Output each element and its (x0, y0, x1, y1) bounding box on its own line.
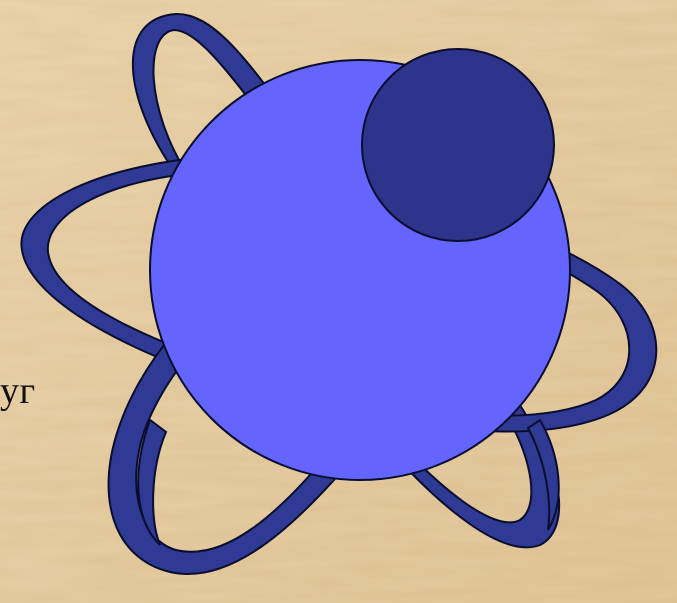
electron-circle (362, 49, 554, 241)
partial-heading-text: уг (0, 372, 36, 410)
